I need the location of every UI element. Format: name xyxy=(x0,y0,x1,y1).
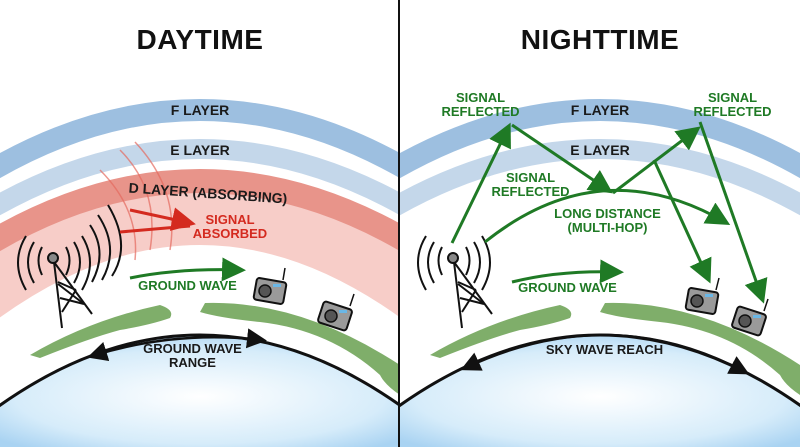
nighttime-panel: NIGHTTIME F LAYER E LAYER SIGNAL REFLECT… xyxy=(400,0,800,447)
d-layer-band xyxy=(0,169,400,252)
long-distance-label: LONG DISTANCE (MULTI-HOP) xyxy=(554,206,661,235)
land-mass xyxy=(200,302,400,395)
d-layer-inner xyxy=(0,185,400,318)
radio-receiver-icon xyxy=(252,267,288,305)
nighttime-diagram xyxy=(400,99,800,447)
daytime-title: DAYTIME xyxy=(136,24,264,55)
signal-reflected-right-label: SIGNAL REFLECTED xyxy=(693,90,772,119)
radio-receiver-icon xyxy=(317,293,355,332)
land-mass xyxy=(430,305,572,358)
daytime-panel: DAYTIME F LAYER E LAYER D LAYER (ABSORBI… xyxy=(0,24,400,447)
ground-wave-range-label: GROUND WAVE RANGE xyxy=(143,341,242,370)
radio-tower-icon xyxy=(447,252,493,329)
e-layer-band xyxy=(400,139,800,216)
radio-receiver-icon xyxy=(684,277,720,315)
e-layer-label: E LAYER xyxy=(570,142,630,158)
daytime-diagram xyxy=(0,99,400,447)
radio-receiver-icon xyxy=(731,298,769,337)
signal-reflected-left-label: SIGNAL REFLECTED xyxy=(441,90,520,119)
f-layer-label: F LAYER xyxy=(570,102,630,118)
e-layer-band xyxy=(0,139,400,216)
land-mass xyxy=(600,302,800,395)
f-layer-band xyxy=(400,99,800,179)
f-layer-band xyxy=(0,99,400,179)
ground-wave-label: GROUND WAVE xyxy=(518,280,617,295)
panel-divider xyxy=(398,0,401,447)
f-layer-label: F LAYER xyxy=(170,102,230,118)
sky-wave-reach-label: SKY WAVE REACH xyxy=(545,342,664,357)
signal-reflected-mid-label: SIGNAL REFLECTED xyxy=(491,170,570,199)
earth-ocean xyxy=(0,335,400,447)
e-layer-label: E LAYER xyxy=(170,142,230,158)
radio-tower-icon xyxy=(47,252,93,329)
signal-absorbed-label: SIGNAL ABSORBED xyxy=(192,212,268,241)
nighttime-title: NIGHTTIME xyxy=(520,24,680,55)
ground-wave-label: GROUND WAVE xyxy=(138,278,237,293)
